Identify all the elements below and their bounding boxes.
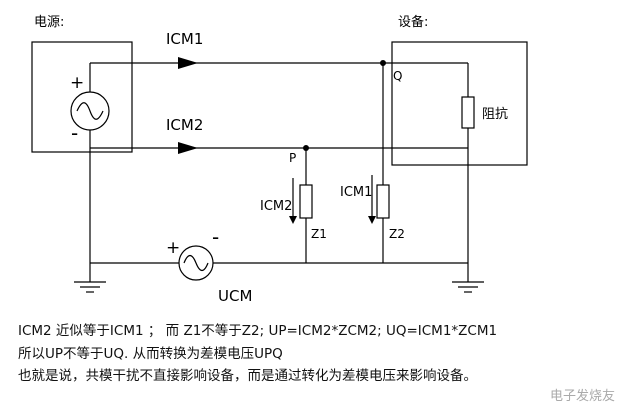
- source-label: 电源:: [34, 15, 64, 30]
- source-minus: -: [71, 121, 78, 145]
- icm2-branch-label: ICM2: [260, 199, 292, 214]
- icm2-arrow-icon: [178, 142, 198, 154]
- z2-resistor: [376, 184, 390, 219]
- resistor-label: 阻抗: [482, 107, 508, 122]
- icm2-top-label: ICM2: [166, 116, 203, 134]
- noise-minus: -: [212, 225, 219, 249]
- caption-line-3: 也就是说，共模干扰不直接影响设备，而是通过转化为差模电压来影响设备。: [18, 368, 477, 384]
- z1-label: Z1: [311, 227, 327, 241]
- icm1-top-label: ICM1: [166, 30, 203, 48]
- watermark: 电子发烧友: [549, 389, 615, 404]
- icm1-branch-label: ICM1: [340, 185, 372, 200]
- source-plus: +: [70, 73, 84, 93]
- ground-icon-left: [74, 281, 106, 293]
- z2-label: Z2: [389, 227, 405, 241]
- device-box: [391, 41, 528, 166]
- icm1-arrow-icon: [178, 57, 198, 69]
- node-q: [380, 60, 386, 66]
- caption-line-2: 所以UP不等于UQ. 从而转换为差模电压UPQ: [18, 346, 283, 362]
- device-resistor: [461, 96, 475, 129]
- device-label: 设备:: [398, 14, 428, 30]
- ground-icon-right: [452, 281, 484, 293]
- caption-line-1: ICM2 近似等于ICM1 ； 而 Z1不等于Z2; UP=ICM2*ZCM2;…: [18, 323, 498, 339]
- ucm-label: UCM: [218, 287, 252, 305]
- noise-plus: +: [166, 238, 180, 258]
- node-p: [303, 145, 309, 151]
- z1-resistor: [299, 184, 313, 219]
- point-p-label: P: [289, 151, 296, 165]
- point-q-label: Q: [393, 69, 402, 83]
